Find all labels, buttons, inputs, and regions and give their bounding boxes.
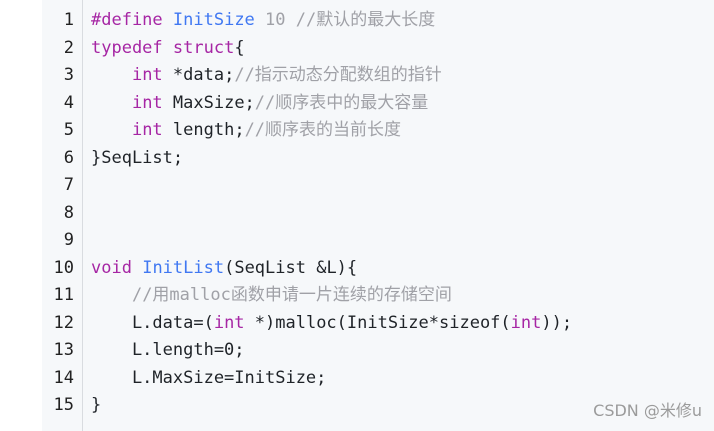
code-token: [91, 65, 132, 85]
code-line: int *data;//指示动态分配数组的指针: [91, 62, 442, 90]
line-number: 14: [53, 367, 74, 388]
code-token: //顺序表的当前长度: [244, 120, 402, 140]
code-token: //用malloc函数申请一片连续的存储空间: [131, 285, 452, 305]
line-number: 7: [63, 175, 74, 195]
code-token: L.length=0;: [91, 340, 245, 360]
code-token: [255, 10, 265, 30]
code-line: typedef struct{: [91, 35, 245, 63]
line-number: 8: [63, 202, 74, 223]
line-number: 1: [63, 10, 74, 30]
code-token: }SeqList;: [91, 147, 184, 168]
code-token: int: [131, 120, 163, 140]
code-line: int MaxSize;//顺序表中的最大容量: [91, 90, 428, 118]
line-number: 10: [53, 257, 74, 278]
line-number: 6: [63, 147, 74, 168]
code-token: int: [131, 65, 163, 85]
code-line: L.MaxSize=InitSize;: [91, 365, 326, 393]
code-line: }: [91, 392, 101, 420]
code-token: [91, 120, 132, 140]
line-number: 15: [53, 395, 74, 415]
code-line: }SeqList;: [91, 145, 183, 173]
code-token: [163, 10, 173, 30]
code-token: *)malloc(InitSize*sizeof(: [244, 312, 511, 333]
line-number: 5: [63, 120, 74, 140]
code-token: *data;: [162, 65, 235, 85]
code-token: #define: [91, 10, 163, 30]
line-number: 12: [53, 312, 74, 333]
code-token: InitList: [142, 257, 225, 278]
code-token: length;: [162, 120, 245, 140]
code-token: [163, 38, 173, 58]
line-number: 13: [53, 340, 74, 360]
code-token: MaxSize;: [162, 92, 255, 113]
code-line: L.data=(int *)malloc(InitSize*sizeof(int…: [91, 310, 572, 338]
code-token: void: [91, 257, 132, 278]
code-token: //指示动态分配数组的指针: [234, 65, 442, 85]
code-token: int: [131, 92, 163, 113]
code-token: ));: [541, 312, 573, 333]
watermark: CSDN @米修u: [593, 401, 702, 420]
code-token: L.data=(: [91, 312, 214, 333]
code-token: int: [510, 312, 542, 333]
code-token: {: [234, 37, 245, 58]
code-line: L.length=0;: [91, 337, 245, 365]
code-token: [91, 93, 132, 113]
code-token: [91, 285, 132, 305]
code-line: int length;//顺序表的当前长度: [91, 117, 401, 145]
line-number: 4: [63, 92, 74, 113]
code-token: L.MaxSize=InitSize;: [91, 367, 327, 388]
line-number: 3: [63, 65, 74, 85]
line-number: 9: [63, 230, 74, 250]
code-token: }: [91, 395, 102, 415]
line-number: 11: [53, 285, 74, 305]
code-token: (SeqList &L){: [224, 257, 358, 278]
code-token: //顺序表中的最大容量: [254, 92, 429, 113]
code-line: //用malloc函数申请一片连续的存储空间: [91, 282, 452, 310]
code-token: 10 //默认的最大长度: [265, 10, 436, 30]
code-line: #define InitSize 10 //默认的最大长度: [91, 7, 435, 35]
code-token: struct: [172, 37, 235, 58]
code-token: typedef: [91, 37, 163, 58]
code-token: int: [213, 312, 245, 333]
code-token: [132, 258, 142, 278]
code-token: InitSize: [172, 10, 255, 30]
code-line: void InitList(SeqList &L){: [91, 255, 357, 283]
line-number: 2: [63, 37, 74, 58]
